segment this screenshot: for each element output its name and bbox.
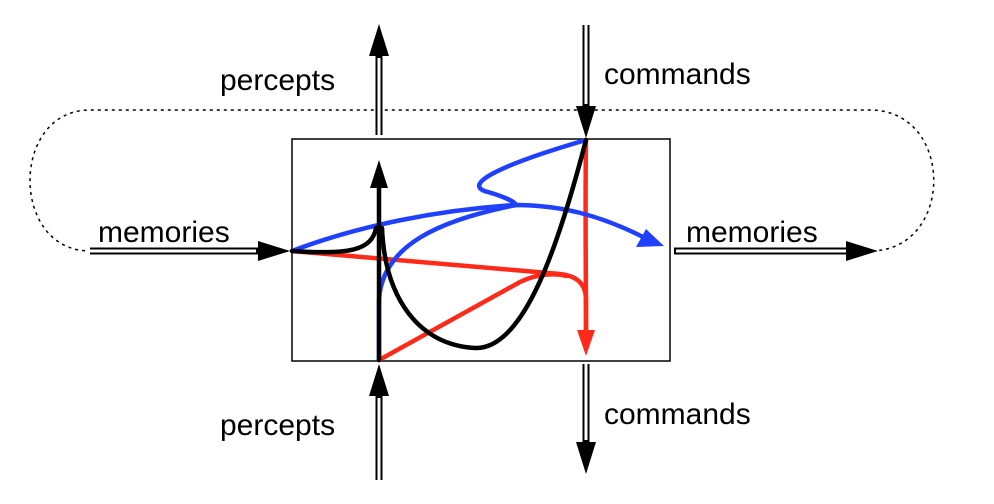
memories-in-arrow bbox=[88, 241, 290, 261]
commands-top-label: commands bbox=[604, 58, 751, 91]
percepts-bottom-label: percepts bbox=[220, 409, 335, 442]
memories-out-arrow bbox=[674, 241, 878, 261]
black-flow bbox=[289, 137, 589, 363]
percepts-in-arrow bbox=[369, 364, 389, 482]
commands-out-arrow bbox=[576, 362, 596, 474]
memories-right-label: memories bbox=[686, 216, 818, 249]
commands-in-arrow bbox=[576, 23, 596, 138]
percepts-out-arrow bbox=[369, 24, 389, 137]
memories-left-label: memories bbox=[98, 216, 230, 249]
percepts-top-label: percepts bbox=[220, 64, 335, 97]
commands-bottom-label: commands bbox=[604, 398, 751, 431]
